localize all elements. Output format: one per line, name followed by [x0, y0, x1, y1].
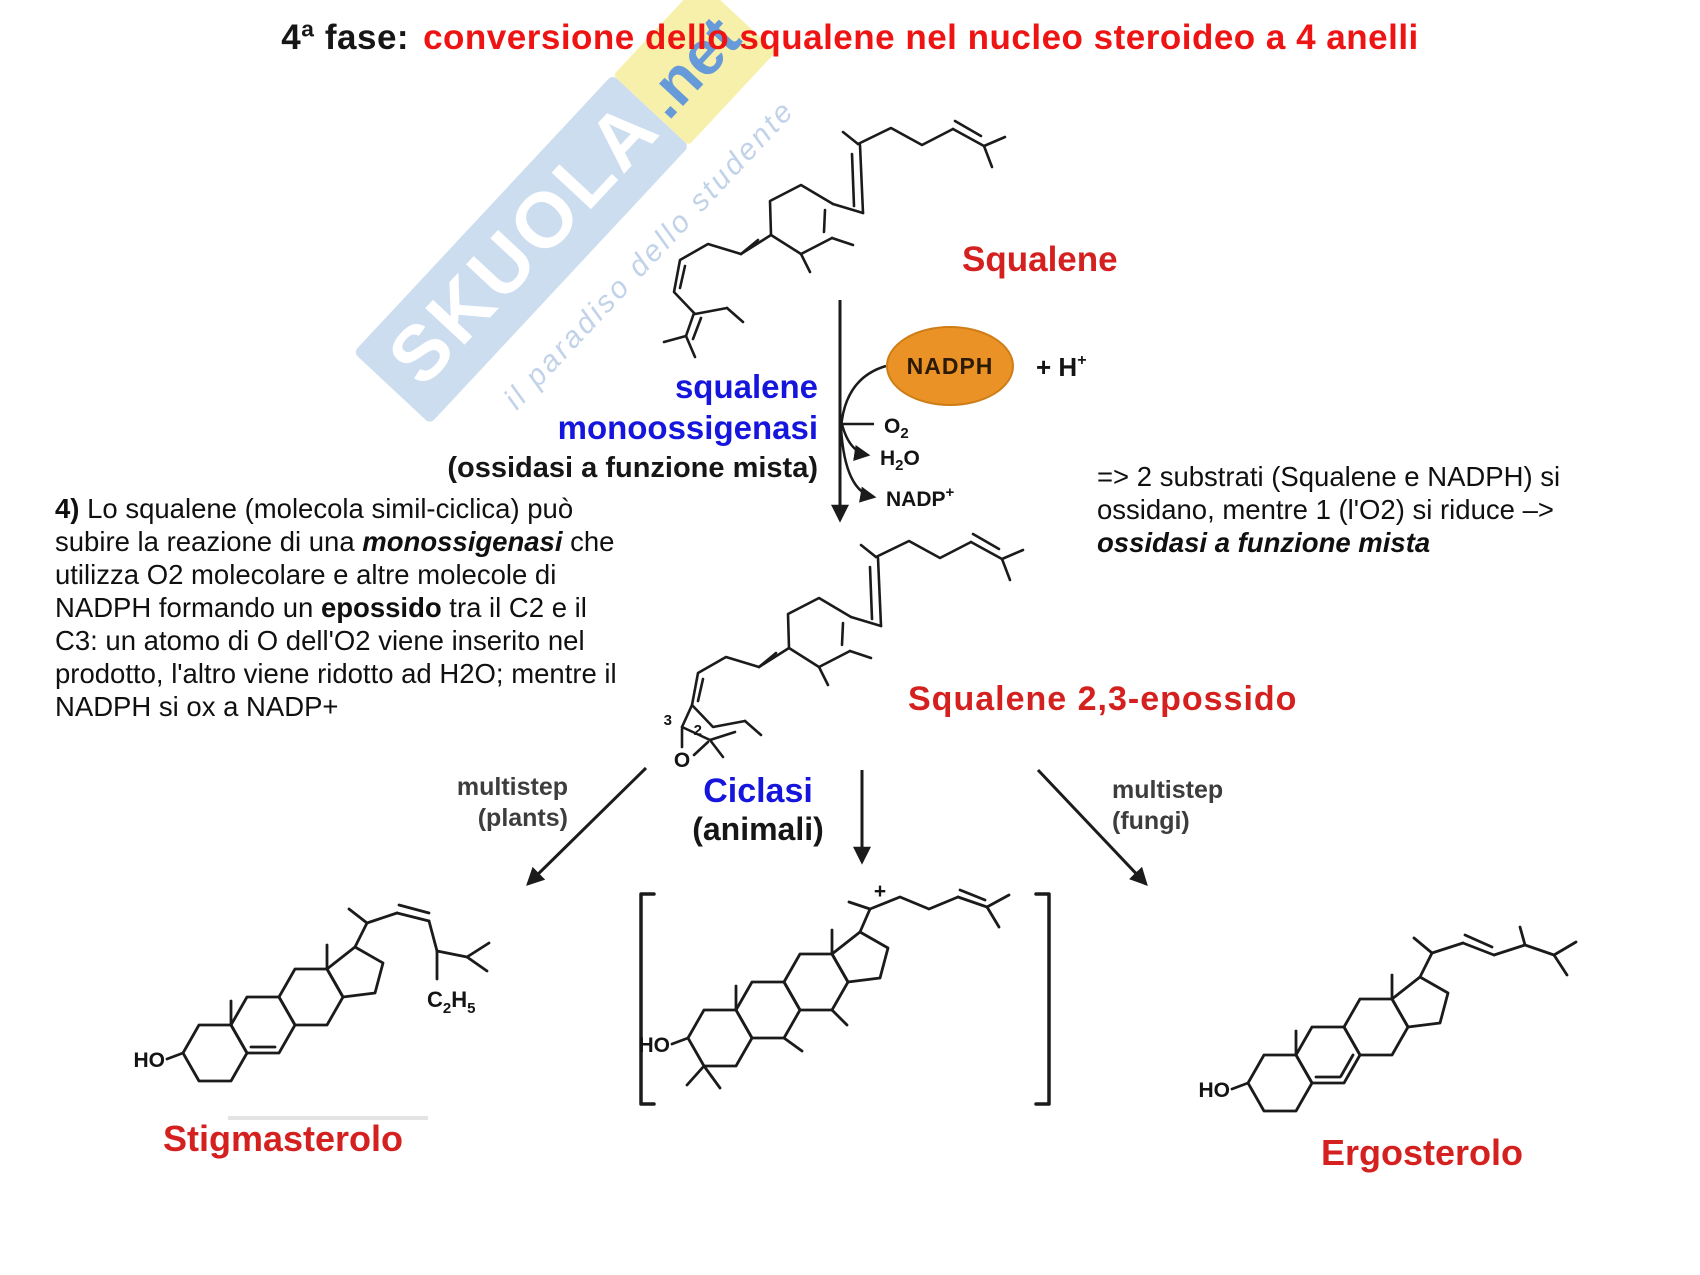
left-note-text-a: Lo squalene (molecola simil-ciclica) può…	[55, 493, 574, 557]
left-note-number: 4)	[55, 493, 80, 524]
stigmasterol-ethyl-label: C2H5	[427, 987, 475, 1017]
left-explanation: 4) Lo squalene (molecola simil-ciclica) …	[55, 492, 633, 723]
ergosterol-name-label: Ergosterolo	[1320, 1132, 1524, 1173]
cation-ho-label: HO	[639, 1034, 671, 1057]
left-note-text-b: che utilizza O2 molecolare e altre molec…	[55, 526, 615, 623]
nadph-in-arc	[839, 364, 887, 429]
branch-label-plants: multistep (plants)	[385, 772, 568, 834]
h2o-label: H2O	[880, 447, 920, 474]
branch-plants-line1: multistep	[456, 773, 568, 801]
enzyme-name-line1: squalene	[674, 368, 818, 405]
epoxide-name-label: Squalene 2,3-epossido	[908, 680, 1298, 718]
plus-h-label: + H+	[1036, 352, 1087, 382]
branch-animals-line1: Ciclasi	[703, 772, 813, 810]
nadph-bubble	[886, 326, 1014, 406]
page-title: 4ª fase: conversione dello squalene nel n…	[0, 18, 1700, 58]
cation-intermediate-structure: HO +	[639, 880, 1051, 1106]
right-note-emphasis: ossidasi a funzione mista	[1097, 527, 1431, 558]
nadp-label: NADP+	[886, 484, 955, 511]
nadp-out-arrow	[839, 427, 877, 503]
right-note-text: => 2 substrati (Squalene e NADPH) si oss…	[1097, 461, 1561, 525]
branch-animals-line2: (animali)	[692, 811, 824, 847]
stigmasterol-structure: HO C2H5	[134, 903, 491, 1083]
enzyme-name-line2: monoossigenasi	[557, 409, 818, 446]
nadph-label: NADPH	[907, 353, 994, 379]
epoxide-oxygen-label: O	[674, 749, 690, 772]
branch-plants-line2: (plants)	[477, 804, 568, 832]
ergosterol-ho-label: HO	[1199, 1079, 1231, 1102]
branch-fungi-line2: (fungi)	[1112, 807, 1190, 835]
title-main: conversione dello squalene nel nucleo st…	[423, 18, 1419, 57]
squalene-name-label: Squalene	[962, 240, 1118, 279]
bracket-right	[1034, 892, 1051, 1106]
branch-label-fungi: multistep (fungi)	[1112, 775, 1295, 837]
enzyme-block: squalene monoossigenasi (ossidasi a funz…	[440, 366, 818, 489]
cofactor-arrows	[839, 364, 887, 503]
cation-charge: +	[874, 880, 886, 903]
stigmasterol-ho-label: HO	[134, 1049, 166, 1072]
squalene-epoxide-structure: 3 2 O	[664, 532, 1025, 772]
left-note-text-c: tra il C2 e il C3: un atomo di O dell'O2…	[55, 592, 617, 722]
epoxide-c3-number: 3	[664, 712, 672, 729]
ergosterol-structure: HO	[1199, 925, 1578, 1113]
title-phase: 4ª fase:	[281, 18, 410, 57]
left-note-epoxide: epossido	[320, 592, 442, 623]
right-explanation: => 2 substrati (Squalene e NADPH) si oss…	[1097, 460, 1583, 559]
o2-label: O2	[884, 415, 909, 442]
enzyme-note: (ossidasi a funzione mista)	[447, 452, 818, 484]
branch-label-animals: Ciclasi (animali)	[668, 772, 848, 848]
bracket-left	[639, 892, 656, 1106]
stigmasterol-name-label: Stigmasterolo	[162, 1118, 404, 1159]
epoxide-c2-number: 2	[694, 722, 702, 739]
branch-fungi-line1: multistep	[1112, 776, 1224, 804]
branch-arrow-plants	[526, 766, 648, 886]
squalene-structure	[662, 119, 1007, 359]
h2o-out-arrow	[839, 419, 871, 461]
branch-arrow-fungi	[1036, 768, 1148, 886]
left-note-enzyme: monossigenasi	[362, 526, 563, 557]
